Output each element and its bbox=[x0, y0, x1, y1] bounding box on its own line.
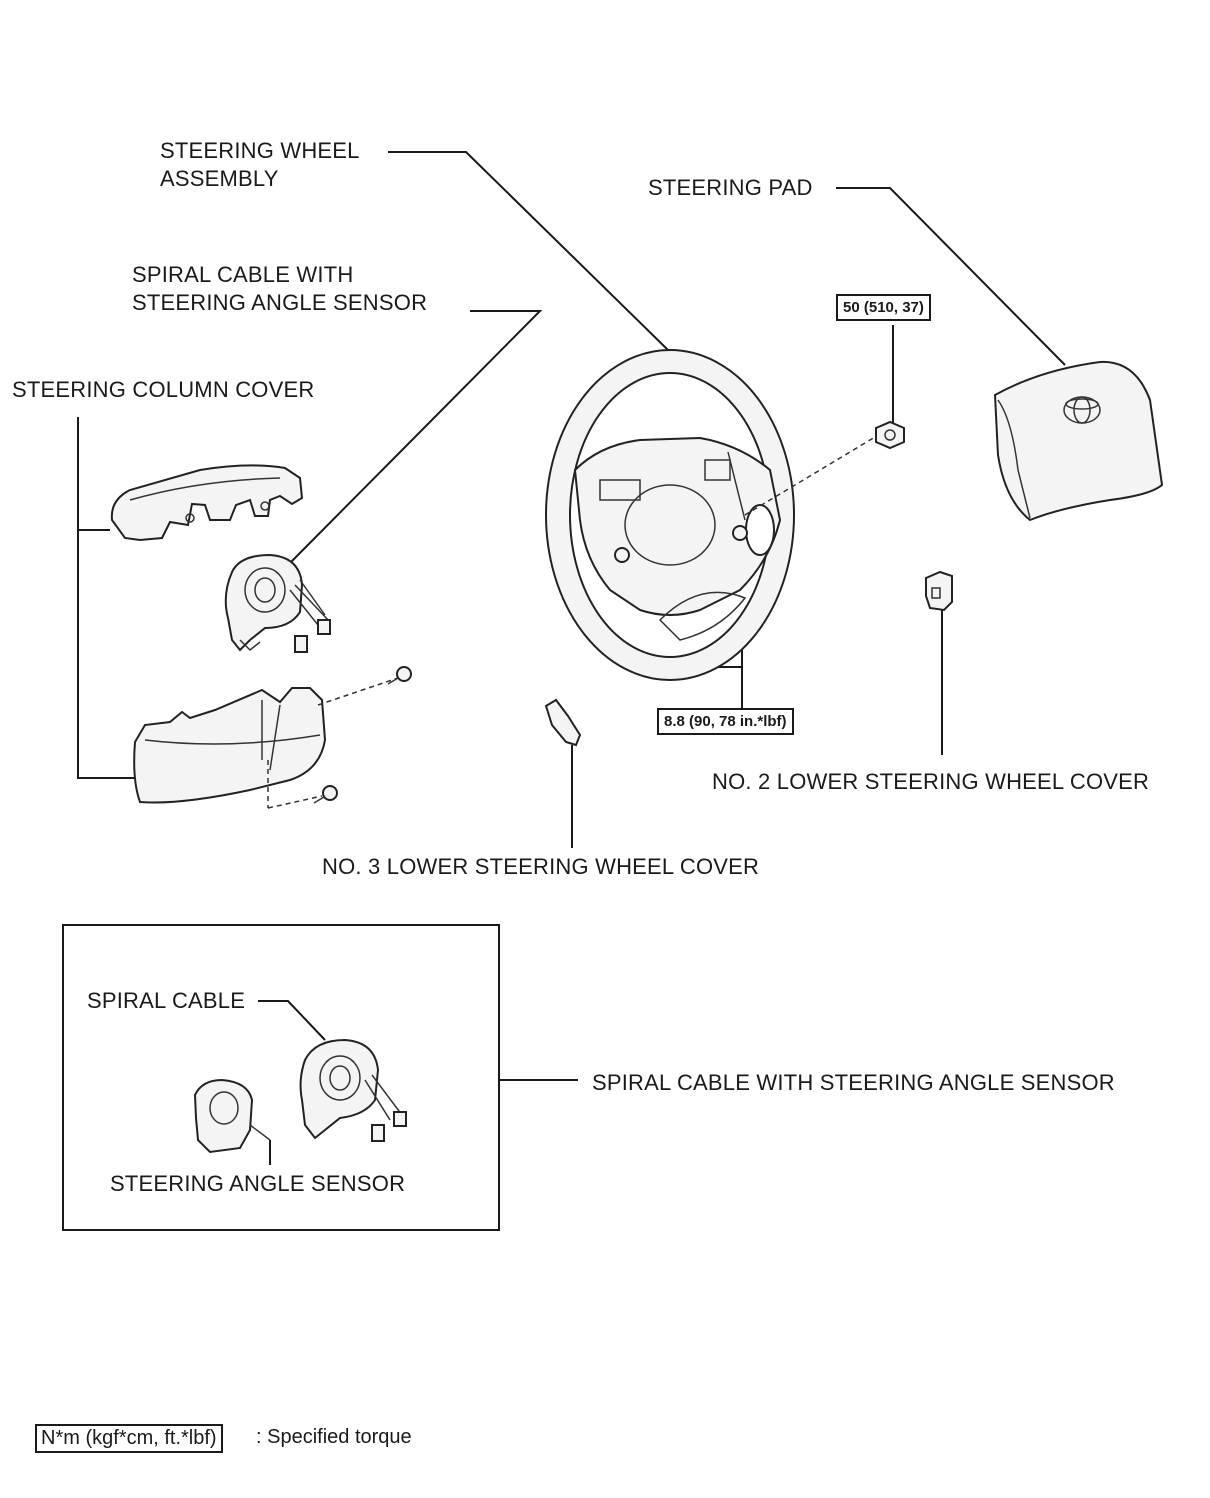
label-steering-wheel-assembly-line1: STEERING WHEEL bbox=[160, 138, 360, 163]
label-no2-lower-cover: NO. 2 LOWER STEERING WHEEL COVER bbox=[712, 769, 1150, 794]
inset-callout-assembly: SPIRAL CABLE WITH STEERING ANGLE SENSOR bbox=[592, 1070, 1115, 1095]
no3-lower-cover-part bbox=[544, 698, 582, 747]
label-no3-lower-cover: NO. 3 LOWER STEERING WHEEL COVER bbox=[322, 854, 760, 879]
steering-wheel-part bbox=[545, 349, 881, 681]
label-spiral-cable-line2: STEERING ANGLE SENSOR bbox=[132, 290, 428, 315]
upper-column-cover-part bbox=[110, 464, 304, 542]
no2-lower-cover-part bbox=[925, 570, 953, 612]
legend-torque-units: N*m (kgf*cm, ft.*lbf) bbox=[35, 1424, 223, 1453]
label-steering-column-cover: STEERING COLUMN COVER bbox=[12, 377, 315, 402]
torque-spec-wheel-screws: 8.8 (90, 78 in.*lbf) bbox=[657, 708, 794, 735]
inset-label-steering-angle-sensor: STEERING ANGLE SENSOR bbox=[110, 1171, 406, 1196]
torque-spec-pad-nut: 50 (510, 37) bbox=[836, 294, 931, 321]
steering-pad-part bbox=[993, 360, 1164, 522]
lower-column-cover-part bbox=[133, 666, 412, 809]
label-steering-pad: STEERING PAD bbox=[648, 175, 813, 200]
spiral-cable-part bbox=[224, 553, 331, 653]
legend-description: : Specified torque bbox=[256, 1426, 412, 1448]
pad-nut-part bbox=[875, 420, 905, 450]
label-spiral-cable-line1: SPIRAL CABLE WITH bbox=[132, 262, 354, 287]
inset-label-spiral-cable: SPIRAL CABLE bbox=[87, 988, 246, 1013]
label-steering-wheel-assembly-line2: ASSEMBLY bbox=[160, 166, 279, 191]
inset-detail-box bbox=[62, 924, 578, 1231]
